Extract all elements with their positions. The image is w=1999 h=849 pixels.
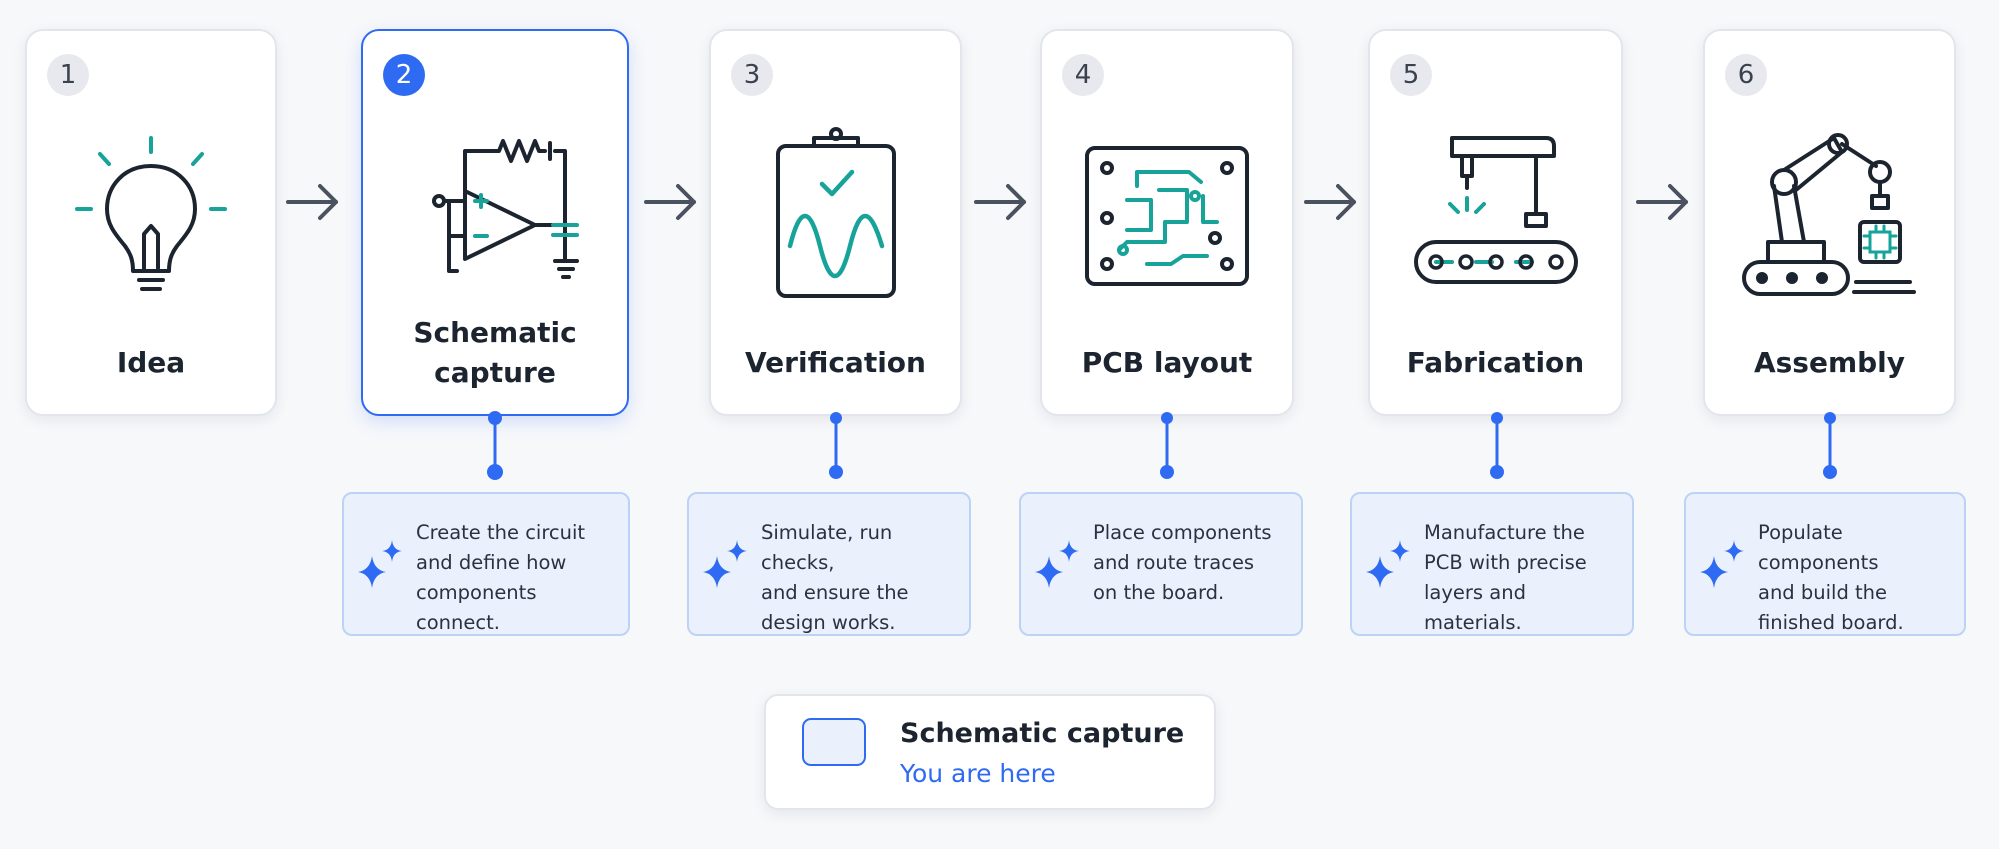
stage-label: Idea [116, 346, 186, 379]
description-card-schematic-capture: Create the circuit and define how compon… [342, 492, 630, 636]
current-stage-legend: Schematic capture You are here [764, 694, 1216, 810]
sparkle-icon [703, 540, 747, 588]
arrow-right-icon [1636, 184, 1688, 220]
stage-number-badge: 1 [47, 54, 89, 96]
stage-label: Assembly [1753, 346, 1906, 379]
connector-line [829, 412, 843, 479]
arrow-right-icon [644, 184, 696, 220]
stage-card-idea[interactable]: 1 Idea [25, 29, 277, 416]
sparkle-icon [1700, 540, 1744, 588]
stage-number-badge: 4 [1062, 54, 1104, 96]
stage-card-verification[interactable]: 3 Verification [709, 29, 962, 416]
stage-card-schematic-capture[interactable]: 2 Schematic capture [361, 29, 629, 416]
description-card-assembly: Populate components and build the finish… [1684, 492, 1966, 636]
legend-title: Schematic capture [900, 718, 1185, 749]
stage-number-badge: 6 [1725, 54, 1767, 96]
sparkle-icon [1035, 540, 1079, 588]
description-text: Manufacture the PCB with precise layers … [1424, 521, 1587, 634]
stage-number-badge: 5 [1390, 54, 1432, 96]
arrow-right-icon [1304, 184, 1356, 220]
stage-card-pcb-layout[interactable]: 4 PCB layout [1040, 29, 1294, 416]
sparkle-icon [1366, 540, 1410, 588]
stage-label: PCB layout [1081, 346, 1253, 379]
description-card-fabrication: Manufacture the PCB with precise layers … [1350, 492, 1634, 636]
description-text: Populate components and build the finish… [1758, 521, 1904, 634]
arrow-right-icon [286, 184, 338, 220]
connector-line [1490, 412, 1504, 479]
sparkle-icon [358, 540, 402, 588]
description-text: Simulate, run checks, and ensure the des… [761, 521, 909, 634]
stage-label: Fabrication [1406, 346, 1585, 379]
legend-swatch [802, 718, 866, 766]
stage-label: Verification [745, 346, 926, 379]
lightbulb-icon [75, 136, 227, 291]
stage-card-assembly[interactable]: 6 Assembly [1703, 29, 1956, 416]
stage-card-fabrication[interactable]: 5 Fabrication [1368, 29, 1623, 416]
description-card-verification: Simulate, run checks, and ensure the des… [687, 492, 971, 636]
arrow-right-icon [974, 184, 1026, 220]
connector-line [487, 411, 503, 480]
connector-line [1160, 412, 1174, 479]
stage-label: Schematic capture [413, 316, 577, 389]
conveyor-machine-icon [1413, 136, 1578, 284]
clipboard-waveform-icon [775, 127, 896, 298]
stage-number-badge: 3 [731, 54, 773, 96]
circuit-board-icon [1085, 146, 1249, 286]
connector-line [1823, 412, 1837, 479]
legend-subtitle: You are here [900, 759, 1056, 788]
stage-number-badge: 2 [383, 54, 425, 96]
description-card-pcb-layout: Place components and route traces on the… [1019, 492, 1303, 636]
op-amp-schematic-icon [432, 139, 579, 279]
description-text: Create the circuit and define how compon… [416, 521, 586, 634]
description-text: Place components and route traces on the… [1093, 521, 1272, 604]
robot-arm-icon [1741, 133, 1916, 296]
